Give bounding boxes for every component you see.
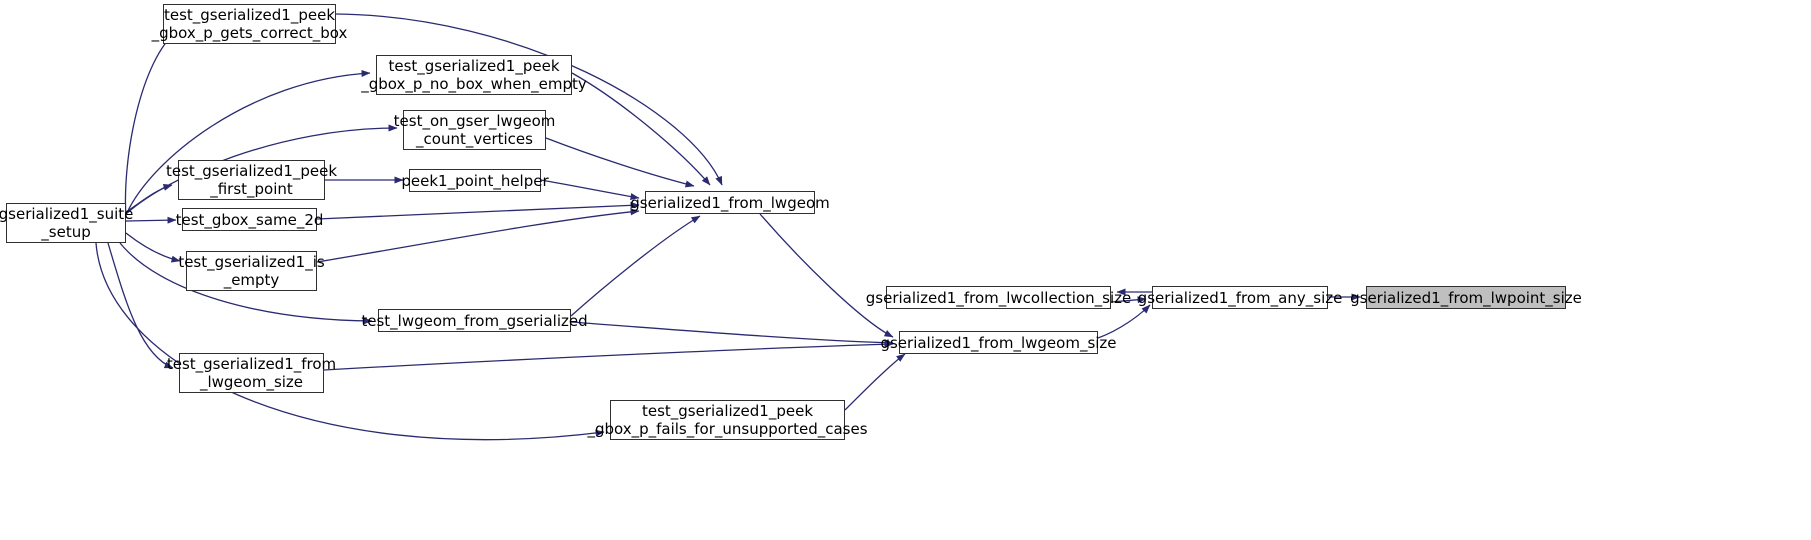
graph-edge-test_lwgeom_from_gserialized--gserialized1_from_lwgeom_size [570, 321, 894, 347]
graph-edge-peek1_point_helper--gserialized1_from_lwgeom [540, 179, 640, 201]
graph-node-test_gserialized1_peek_gbox_p_gets_correct_box[interactable]: test_gserialized1_peek _gbox_p_gets_corr… [152, 4, 347, 44]
graph-edge-gserialized1_from_lwgeom--gserialized1_from_lwgeom_size [759, 213, 894, 338]
graph-node-gserialized1_from_lwgeom_size[interactable]: gserialized1_from_lwgeom_size [880, 331, 1117, 354]
graph-edge-test_on_gser_lwgeom_count_vertices--gserialized1_from_lwgeom [545, 137, 695, 188]
graph-node-label: test_gserialized1_peek _gbox_p_gets_corr… [151, 6, 348, 42]
graph-node-peek1_point_helper[interactable]: peek1_point_helper [401, 169, 549, 192]
graph-node-label: test_gserialized1_peek _gbox_p_no_box_wh… [361, 57, 587, 93]
graph-node-test_lwgeom_from_gserialized[interactable]: test_lwgeom_from_gserialized [361, 309, 588, 332]
graph-node-test_on_gser_lwgeom_count_vertices[interactable]: test_on_gser_lwgeom _count_vertices [394, 110, 555, 150]
graph-edge-test_gserialized1_is_empty--gserialized1_from_lwgeom [316, 208, 640, 263]
graph-edge-test_gbox_same_2d--gserialized1_from_lwgeom [316, 201, 640, 220]
graph-node-gserialized1_from_lwcollection_size[interactable]: gserialized1_from_lwcollection_size [866, 286, 1131, 309]
graph-node-test_gserialized1_is_empty[interactable]: test_gserialized1_is _empty [178, 251, 325, 291]
graph-node-label: gserialized1_from_lwgeom [630, 193, 830, 212]
graph-node-label: test_gserialized1_from _lwgeom_size [166, 355, 337, 391]
graph-node-label: test_gserialized1_peek _first_point [165, 162, 338, 198]
graph-node-label: gserialized1_suite _setup [0, 205, 134, 241]
graph-node-label: test_gserialized1_peek _gbox_p_fails_for… [587, 402, 868, 438]
graph-node-label: test_lwgeom_from_gserialized [361, 311, 588, 330]
graph-node-gserialized1_from_lwpoint_size[interactable]: gserialized1_from_lwpoint_size [1350, 286, 1582, 309]
graph-edge-test_gserialized1_from_lwgeom_size--gserialized1_from_lwgeom_size [323, 340, 894, 371]
graph-edge-gserialized1_suite_setup--test_gserialized1_peek_gbox_p_fails_for_unsupported_cases [95, 242, 605, 441]
graph-node-test_gserialized1_peek_gbox_p_no_box_when_empty[interactable]: test_gserialized1_peek _gbox_p_no_box_wh… [361, 55, 587, 95]
graph-node-label: gserialized1_from_lwpoint_size [1350, 288, 1582, 307]
graph-node-label: test_on_gser_lwgeom _count_vertices [393, 112, 556, 148]
graph-node-test_gserialized1_peek_gbox_p_fails_for_unsupported_cases[interactable]: test_gserialized1_peek _gbox_p_fails_for… [587, 400, 868, 440]
graph-node-test_gbox_same_2d[interactable]: test_gbox_same_2d [176, 208, 323, 231]
graph-node-label: gserialized1_from_lwgeom_size [880, 333, 1117, 352]
graph-edge-test_gserialized1_peek_gbox_p_gets_correct_box--gserialized1_from_lwgeom [335, 13, 723, 186]
graph-edge-test_gserialized1_peek_gbox_p_no_box_when_empty--gserialized1_from_lwgeom [571, 72, 711, 186]
graph-edge-test_lwgeom_from_gserialized--gserialized1_from_lwgeom [570, 215, 701, 317]
graph-node-label: test_gbox_same_2d [175, 210, 324, 229]
graph-node-label: peek1_point_helper [401, 171, 549, 190]
graph-node-test_gserialized1_from_lwgeom_size[interactable]: test_gserialized1_from _lwgeom_size [167, 353, 336, 393]
graph-node-label: test_gserialized1_is _empty [178, 253, 325, 289]
graph-node-gserialized1_from_any_size[interactable]: gserialized1_from_any_size [1138, 286, 1342, 309]
graph-edge-gserialized1_suite_setup--test_gserialized1_is_empty [125, 232, 181, 263]
graph-edge-gserialized1_suite_setup--test_gbox_same_2d [125, 216, 177, 224]
graph-node-gserialized1_suite_setup[interactable]: gserialized1_suite _setup [0, 203, 133, 243]
graph-edge-gserialized1_suite_setup--test_gserialized1_from_lwgeom_size [107, 242, 174, 369]
graph-node-label: gserialized1_from_lwcollection_size [865, 288, 1132, 307]
graph-node-label: gserialized1_from_any_size [1137, 288, 1343, 307]
graph-node-gserialized1_from_lwgeom[interactable]: gserialized1_from_lwgeom [630, 191, 830, 214]
graph-node-test_gserialized1_peek_first_point[interactable]: test_gserialized1_peek _first_point [166, 160, 337, 200]
